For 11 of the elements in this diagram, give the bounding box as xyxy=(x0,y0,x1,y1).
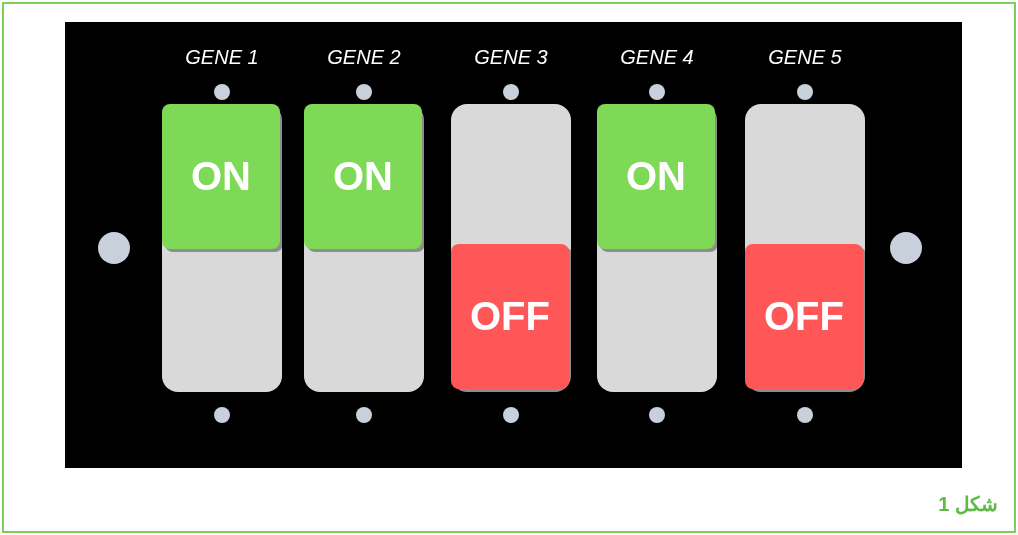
switch-toggle: ON xyxy=(304,104,422,249)
gene-label: GENE 1 xyxy=(184,46,260,69)
gene-label: GENE 5 xyxy=(767,46,843,69)
switch-toggle: ON xyxy=(597,104,715,249)
gene-label: GENE 4 xyxy=(619,46,695,69)
figure-caption: شكل 1 xyxy=(938,492,998,516)
switch-toggle: ON xyxy=(162,104,280,249)
gene-label: GENE 3 xyxy=(473,46,549,69)
switch-toggle: OFF xyxy=(745,244,863,389)
gene-label: GENE 2 xyxy=(326,46,402,69)
switch-toggle: OFF xyxy=(451,244,569,389)
